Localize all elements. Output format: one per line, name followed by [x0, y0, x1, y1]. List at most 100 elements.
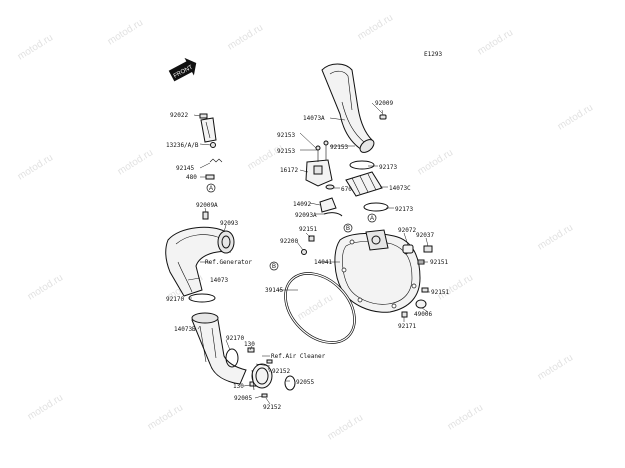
svg-text:B: B [346, 226, 350, 232]
washer-480 [205, 174, 215, 180]
leader-lines [187, 102, 430, 405]
label-92093A: 92093A [295, 212, 317, 219]
clamp-92170-upper [188, 293, 216, 303]
screw-92009A [202, 211, 209, 220]
label-92022: 92022 [170, 112, 188, 119]
gasket-92173-lower [363, 202, 389, 212]
watermark: motod.ru [16, 152, 55, 182]
label-39145: 39145 [265, 287, 283, 294]
watermark: motod.ru [356, 12, 395, 42]
svg-text:A: A [209, 186, 213, 192]
watermark: motod.ru [26, 272, 65, 302]
svg-text:A: A [370, 216, 374, 222]
watermark: motod.ru [326, 412, 365, 442]
watermark: motod.ru [436, 272, 475, 302]
label-ref-generator: Ref.Generator [205, 259, 252, 266]
label-92005: 92005 [234, 395, 252, 402]
watermark: motod.ru [476, 27, 515, 57]
label-49006: 49006 [414, 311, 432, 318]
callout-a-left: A [206, 183, 216, 193]
sensor-bracket-16172 [305, 140, 333, 187]
label-92009: 92009 [375, 100, 393, 107]
callout-b-left: B [269, 261, 279, 271]
label-480: 480 [186, 174, 197, 181]
label-92151: 92151 [431, 289, 449, 296]
label-14092: 14092 [293, 201, 311, 208]
svg-text:B: B [272, 264, 276, 270]
watermark: motod.ru [116, 147, 155, 177]
callout-b-right: B [343, 223, 353, 233]
watermark: motod.ru [106, 17, 145, 47]
label-92152: 92152 [272, 368, 290, 375]
front-arrow-icon: FRONT [168, 57, 197, 82]
spring-92145 [209, 158, 223, 163]
label-130: 130 [244, 341, 255, 348]
upper-intake-duct [321, 63, 375, 153]
label-14041: 14041 [314, 259, 332, 266]
label-92055: 92055 [296, 379, 314, 386]
watermark: motod.ru [16, 32, 55, 62]
bolt-92151-right-lower [421, 287, 429, 293]
label-14073B: 14073B [174, 326, 196, 333]
label-130: 130 [233, 383, 244, 390]
label-13236: 13236/A/B [166, 142, 199, 149]
label-92171: 92171 [398, 323, 416, 330]
boot-14073C [345, 171, 383, 197]
callout-a-right: A [367, 213, 377, 223]
clamp-92171 [401, 311, 408, 318]
label-16172: 16172 [280, 167, 298, 174]
part-number-labels: 92009 14073A 92153 92153 92153 92173 161… [166, 100, 449, 411]
diagram-id: E1293 [424, 51, 442, 58]
label-92093: 92093 [220, 220, 238, 227]
plug-92072 [402, 244, 414, 254]
label-92072: 92072 [398, 227, 416, 234]
label-92151: 92151 [430, 259, 448, 266]
label-92037: 92037 [416, 232, 434, 239]
label-92173: 92173 [379, 164, 397, 171]
seal-92093A [323, 212, 343, 217]
bolt-130-upper [247, 347, 255, 353]
label-92152: 92152 [263, 404, 281, 411]
washer-670 [325, 184, 335, 190]
bolt-92200 [301, 249, 307, 255]
label-92170: 92170 [166, 296, 184, 303]
label-92173: 92173 [395, 206, 413, 213]
label-92009A: 92009A [196, 202, 218, 209]
watermark: motod.ru [226, 22, 265, 52]
label-ref-air-cleaner: Ref.Air Cleaner [271, 353, 326, 360]
watermark: motod.ru [536, 352, 575, 382]
watermark: motod.ru [446, 402, 485, 432]
watermark: motod.ru [296, 292, 335, 322]
lower-intake-duct [191, 312, 247, 385]
label-92153: 92153 [277, 132, 295, 139]
screw-92152-lower [261, 393, 268, 398]
drive-belt-39145 [284, 272, 356, 344]
bolt-92151-top [308, 235, 315, 242]
oring-92055 [284, 375, 296, 391]
label-92200: 92200 [280, 238, 298, 245]
label-92170: 92170 [226, 335, 244, 342]
watermark: motod.ru [146, 402, 185, 432]
watermark: motod.ru [26, 392, 65, 422]
clamp-92037 [423, 245, 433, 253]
screw-92152-upper [266, 359, 273, 364]
clamp-92170-lower [225, 348, 239, 368]
watermark: motod.ru [536, 222, 575, 252]
air-cleaner-adapter [251, 363, 273, 391]
label-14073A: 14073A [303, 115, 325, 122]
label-670: 670 [341, 186, 352, 193]
rod-13236 [199, 113, 217, 148]
label-14073C: 14073C [389, 185, 411, 192]
label-92151: 92151 [299, 226, 317, 233]
cover-14092 [319, 197, 337, 213]
breather-49006 [415, 299, 427, 309]
left-intake-duct [165, 226, 235, 297]
screw-92009 [379, 109, 387, 120]
gasket-92173-upper [349, 160, 375, 170]
watermark: motod.ru [416, 147, 455, 177]
label-14073: 14073 [210, 277, 228, 284]
label-92153: 92153 [330, 144, 348, 151]
label-92153: 92153 [277, 148, 295, 155]
